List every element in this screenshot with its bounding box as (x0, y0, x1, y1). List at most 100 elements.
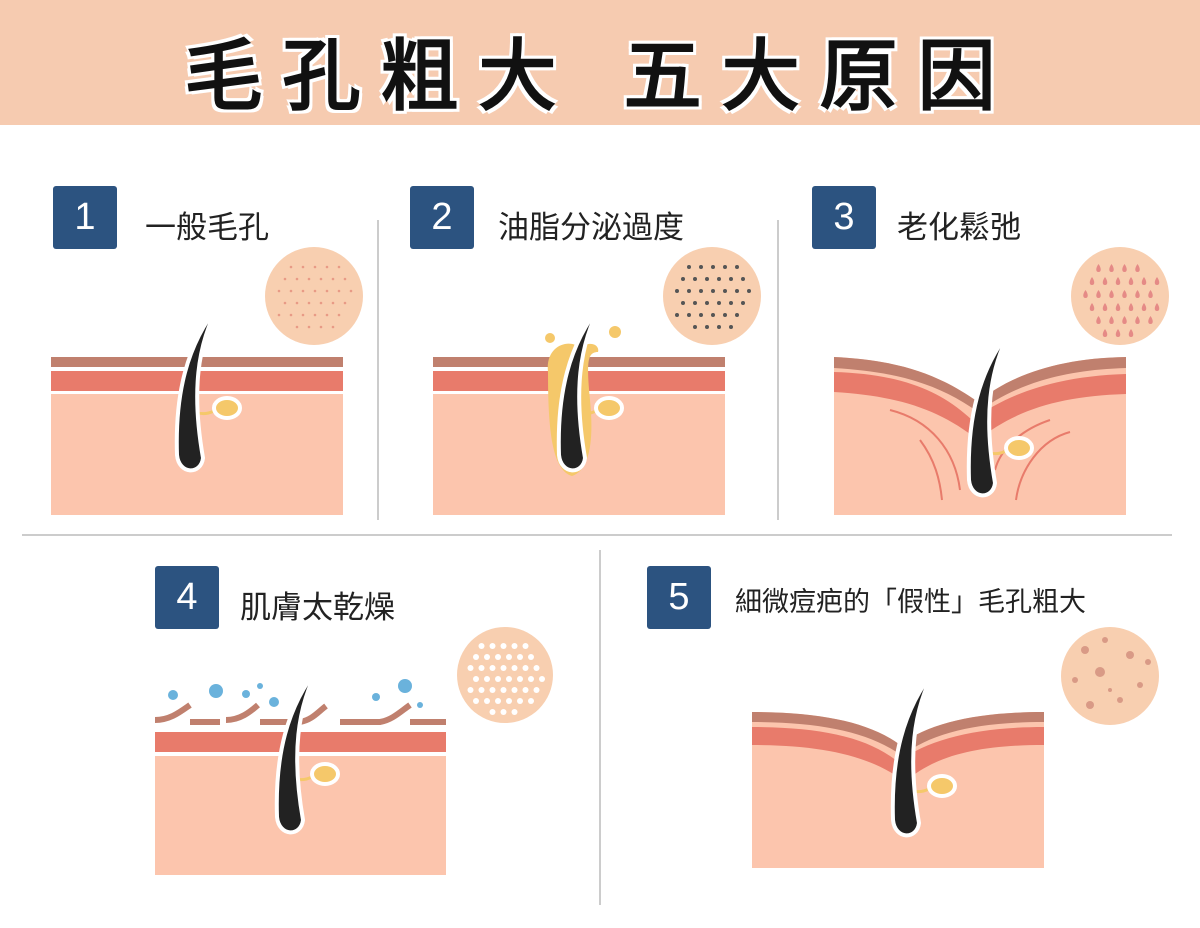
pore-dot (1148, 290, 1153, 298)
pore-dot (735, 313, 739, 317)
pore-dot (705, 325, 709, 329)
pore-dot (484, 676, 490, 682)
pore-dot (717, 277, 721, 281)
pore-dot (307, 277, 311, 281)
pore-dot (301, 313, 305, 317)
cause-badge-2: 2 (410, 186, 474, 249)
pore-dot (717, 301, 721, 305)
pore-dot (325, 265, 329, 269)
pore-dot (1141, 277, 1147, 285)
pore-dot (307, 301, 311, 305)
pore-dot (289, 313, 293, 317)
pore-dot (478, 643, 485, 649)
pore-dot (467, 687, 474, 693)
pore-dot (295, 325, 299, 329)
pore-dot (495, 676, 501, 682)
moisture-droplets (168, 679, 423, 708)
pore-dot (511, 709, 518, 715)
pore-dot (331, 301, 335, 305)
pore-dot (1102, 329, 1108, 337)
pore-dot (489, 709, 496, 715)
pore-dot (687, 313, 691, 317)
pore-dot (1096, 290, 1101, 298)
pore-dots (675, 265, 751, 329)
pore-dot (1096, 264, 1101, 272)
page-title: 毛孔粗大 五大原因 (184, 32, 1016, 122)
pore-dot (1128, 329, 1134, 337)
pore-dot (681, 277, 685, 281)
pore-dot (533, 687, 540, 693)
pore-dot (1109, 264, 1114, 272)
pore-dot (343, 301, 347, 305)
pore-dot (699, 289, 703, 293)
pore-dot (489, 687, 496, 693)
pore-dot (506, 676, 512, 682)
pore-dot (319, 301, 323, 305)
scar-marks (1072, 637, 1151, 709)
pore-dot (1154, 303, 1160, 311)
pore-dot (711, 289, 715, 293)
scar-mark (1126, 651, 1134, 659)
pore-dot (1089, 277, 1095, 285)
pore-dot (473, 698, 479, 704)
pore-dot (1083, 290, 1088, 298)
pore-dot (1128, 277, 1134, 285)
pore-dot (687, 289, 691, 293)
pore-dot (500, 643, 507, 649)
pore-dot (295, 277, 299, 281)
pore-dot (522, 665, 529, 671)
skin-diagram-oily (433, 301, 725, 515)
pore-dot (331, 325, 335, 329)
pore-dot (325, 313, 329, 317)
pore-dot (729, 277, 733, 281)
pore-dot (741, 277, 745, 281)
cause-title-1: 一般毛孔 (145, 210, 269, 246)
pore-dot (681, 301, 685, 305)
pore-dot (506, 654, 512, 660)
pore-dot (735, 289, 739, 293)
cause-badge-4: 4 (155, 566, 219, 629)
scar-mark (1072, 677, 1078, 683)
pore-dot (522, 643, 529, 649)
pore-dot (735, 265, 739, 269)
pore-dot (729, 325, 733, 329)
pore-dot (484, 654, 490, 660)
pore-dot (539, 676, 545, 682)
pore-dot (484, 698, 490, 704)
pore-dot (1135, 290, 1140, 298)
pore-dot (723, 313, 727, 317)
pore-dot (289, 289, 293, 293)
pore-closeup-acne-scar (1061, 627, 1159, 725)
pore-dot (675, 313, 679, 317)
scar-mark (1095, 667, 1105, 677)
pore-dot (1141, 303, 1147, 311)
pore-dot (522, 687, 529, 693)
pore-dot (1122, 290, 1127, 298)
scar-mark (1102, 637, 1108, 643)
pore-closeup-oily (663, 247, 761, 345)
pore-dot (717, 325, 721, 329)
pore-dot (533, 665, 540, 671)
pore-dot (489, 643, 496, 649)
pore-dots (467, 643, 545, 715)
pore-dot (1102, 277, 1108, 285)
pore-dot (506, 698, 512, 704)
pore-dot (1109, 290, 1114, 298)
cause-badge-3: 3 (812, 186, 876, 249)
pore-dot (283, 277, 287, 281)
pore-dot (711, 265, 715, 269)
pore-dot (343, 277, 347, 281)
pore-dot (478, 665, 485, 671)
pore-dot (495, 698, 501, 704)
pore-dot (337, 313, 341, 317)
scar-mark (1137, 682, 1143, 688)
pore-dot (693, 277, 697, 281)
pore-dot (319, 325, 323, 329)
header-band (0, 0, 1200, 125)
pore-dot (289, 265, 293, 269)
pore-dot (675, 289, 679, 293)
pore-dot (331, 277, 335, 281)
pore-dot (1109, 316, 1114, 324)
pore-dot (729, 301, 733, 305)
